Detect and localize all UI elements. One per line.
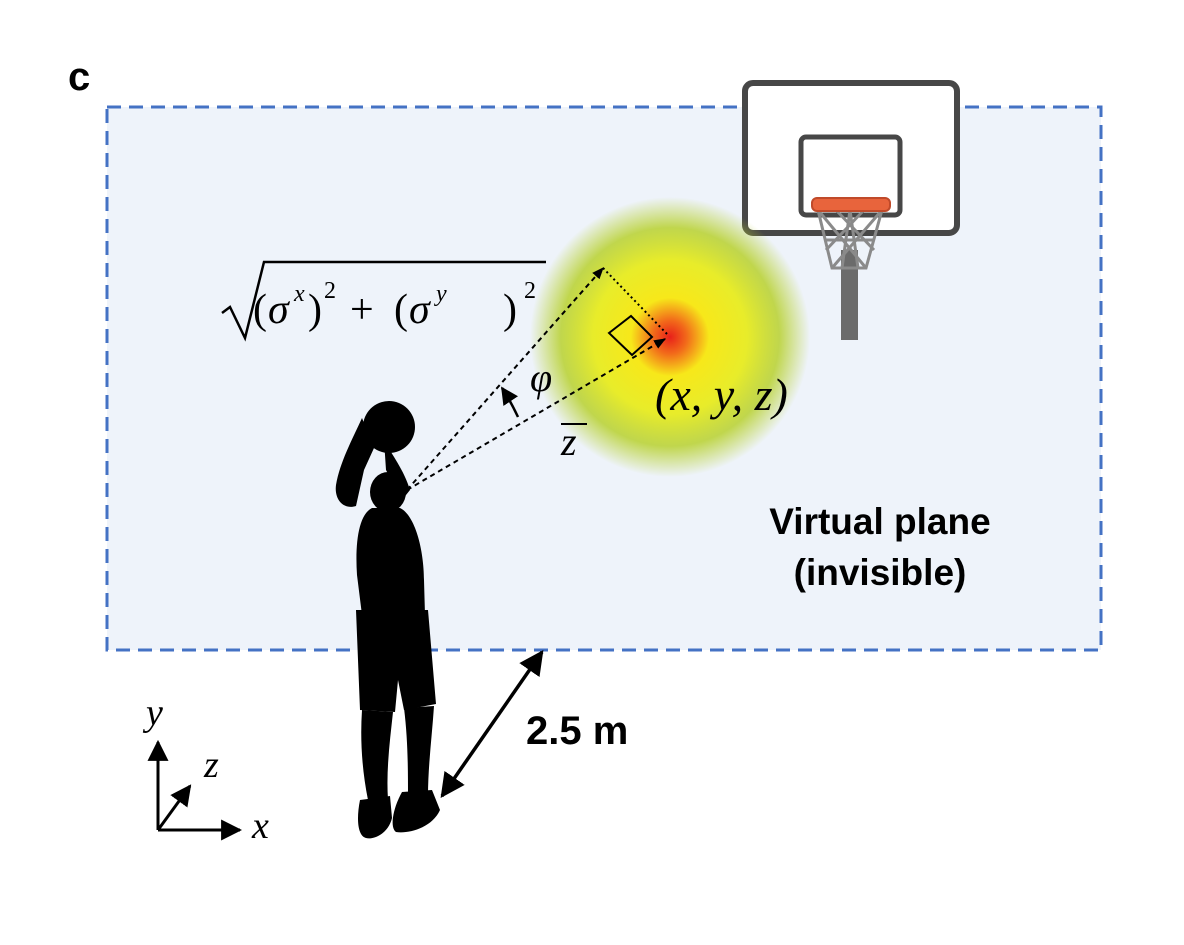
svg-text:z: z (560, 419, 577, 464)
panel-label: c (68, 55, 90, 99)
exponent-1: 2 (324, 278, 336, 304)
basketball-hoop-icon (742, 80, 960, 340)
coordinate-axes: y z x (142, 692, 269, 847)
player-silhouette-icon (335, 401, 440, 839)
sigma-x-superscript: x (293, 281, 305, 307)
angle-label: φ (530, 355, 552, 400)
plus-sign: + (350, 287, 374, 333)
svg-text:σ: σ (409, 287, 432, 333)
axis-x-label: x (251, 805, 269, 847)
distance-label: 2.5 m (526, 709, 628, 753)
svg-text:σ: σ (268, 287, 291, 333)
target-label: (x, y, z) (655, 369, 788, 420)
svg-text:(: ( (253, 287, 267, 333)
distance-arrow (440, 649, 544, 799)
vector-sigma (406, 267, 604, 491)
angle-arc (500, 386, 520, 418)
right-angle-mark (607, 314, 654, 357)
sigma-y-superscript: y (434, 281, 447, 307)
dotted-offset (602, 267, 668, 335)
sigma-formula: ( σ x ) 2 + ( σ y ) 2 (221, 260, 546, 342)
axis-z-label: z (203, 744, 219, 786)
target-distribution-glow (530, 197, 810, 477)
svg-text:): ) (308, 287, 322, 333)
plane-label-line2: (invisible) (794, 552, 967, 593)
svg-text:(: ( (394, 287, 408, 333)
axis-y-label: y (142, 692, 163, 734)
mean-distance-label: z (560, 419, 587, 464)
vector-mean (406, 338, 667, 491)
exponent-2: 2 (524, 278, 536, 304)
plane-label-line1: Virtual plane (769, 501, 990, 542)
svg-text:): ) (503, 287, 517, 333)
